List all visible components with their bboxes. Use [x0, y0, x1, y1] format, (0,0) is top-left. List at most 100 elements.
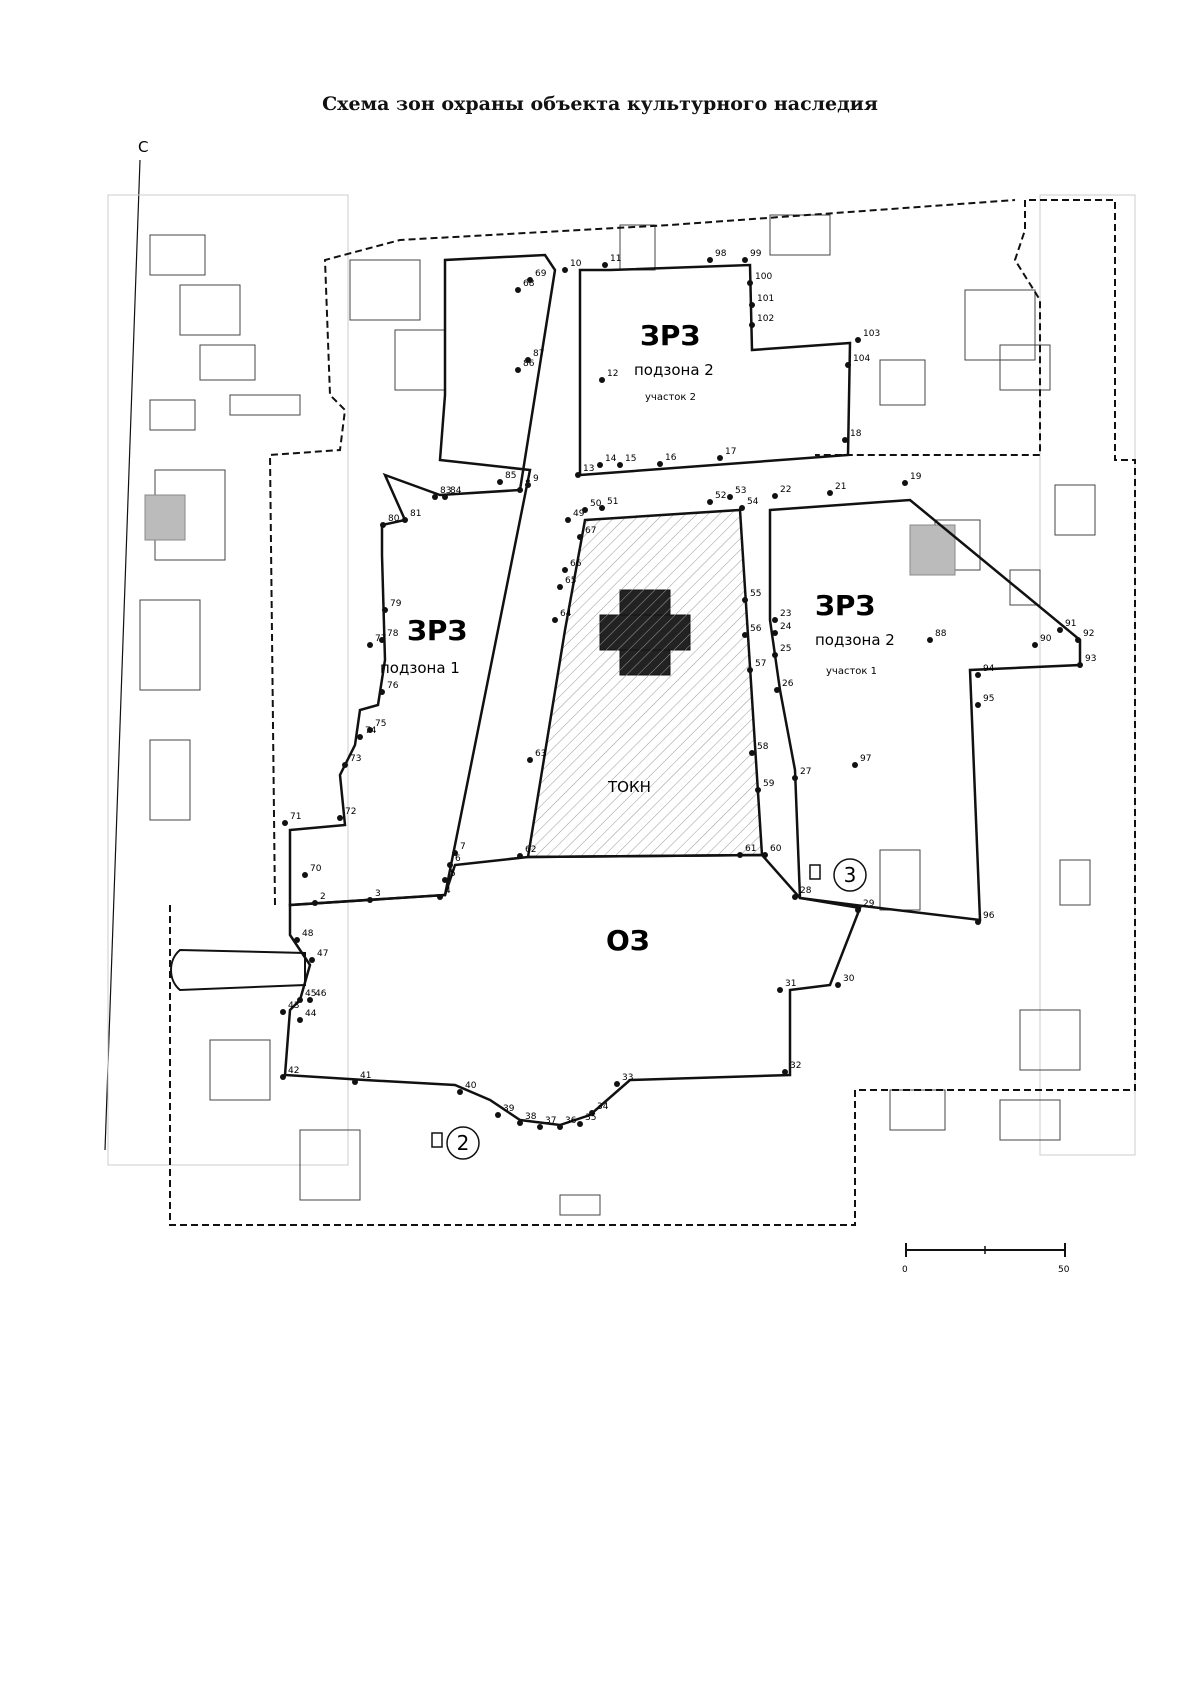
boundary-point-label: 62: [525, 845, 536, 855]
boundary-point-label: 46: [315, 989, 327, 999]
boundary-point-marker: [280, 1074, 286, 1080]
boundary-point-label: 71: [290, 812, 301, 822]
outer-boundary: [169, 199, 1136, 1226]
boundary-point-label: 79: [390, 599, 402, 609]
boundary-point-marker: [552, 617, 558, 623]
boundary-point-marker: [852, 762, 858, 768]
boundary-point-label: 97: [860, 754, 871, 764]
scale-start: 0: [902, 1265, 908, 1275]
boundary-point-marker: [337, 815, 343, 821]
boundary-point-marker: [379, 689, 385, 695]
boundary-point-marker: [855, 907, 861, 913]
boundary-point-marker: [302, 872, 308, 878]
boundary-point-label: 59: [763, 779, 775, 789]
boundary-point-label: 44: [305, 1009, 317, 1019]
boundary-point-marker: [774, 687, 780, 693]
boundary-point-marker: [297, 1017, 303, 1023]
boundary-point-label: 85: [505, 471, 516, 481]
boundary-point-label: 60: [770, 844, 782, 854]
boundary-point-marker: [772, 652, 778, 658]
boundary-point-marker: [617, 462, 623, 468]
boundary-point-label: 33: [622, 1073, 633, 1083]
boundary-point-marker: [527, 757, 533, 763]
boundary-point-label: 36: [565, 1116, 577, 1126]
label-zrz-2b: ЗРЗ: [815, 589, 875, 622]
boundary-point-marker: [442, 877, 448, 883]
boundary-point-label: 88: [935, 629, 947, 639]
boundary-point-label: 30: [843, 974, 855, 984]
boundary-point-label: 67: [585, 526, 596, 536]
boundary-point-label: 65: [565, 576, 576, 586]
boundary-point-label: 18: [850, 429, 862, 439]
boundary-point-label: 102: [757, 314, 774, 324]
viewpoint-3-label: 3: [844, 863, 857, 887]
boundary-point-label: 61: [745, 844, 756, 854]
boundary-point-label: 32: [790, 1061, 801, 1071]
boundary-point-label: 16: [665, 453, 677, 463]
boundary-point-marker: [562, 567, 568, 573]
boundary-point-marker: [557, 584, 563, 590]
label-oz: ОЗ: [606, 924, 650, 957]
scale-bar: 0 50: [902, 1243, 1070, 1275]
boundary-point-label: 94: [983, 664, 995, 674]
boundary-point-marker: [602, 262, 608, 268]
boundary-point-marker: [1032, 642, 1038, 648]
boundary-point-marker: [517, 487, 523, 493]
north-label: С: [138, 138, 148, 156]
boundary-point-marker: [565, 517, 571, 523]
boundary-point-label: 35: [585, 1113, 596, 1123]
boundary-point-label: 3: [375, 889, 381, 899]
boundary-point-label: 90: [1040, 634, 1052, 644]
boundary-point-label: 26: [782, 679, 794, 689]
boundary-point-marker: [657, 461, 663, 467]
boundary-point-label: 95: [983, 694, 994, 704]
boundary-point-marker: [282, 820, 288, 826]
boundary-point-label: 9: [533, 474, 539, 484]
boundary-point-marker: [307, 997, 313, 1003]
boundary-point-marker: [707, 499, 713, 505]
boundary-point-marker: [792, 894, 798, 900]
label-zrz-2a-part: участок 2: [645, 392, 696, 403]
boundary-point-label: 53: [735, 486, 746, 496]
boundary-point-label: 47: [317, 949, 328, 959]
building-outline: [170, 948, 306, 992]
boundary-point-marker: [772, 493, 778, 499]
boundary-point-marker: [575, 472, 581, 478]
boundary-point-marker: [772, 617, 778, 623]
boundary-point-label: 63: [535, 749, 546, 759]
boundary-point-label: 72: [345, 807, 356, 817]
outer-boundary-north: [268, 199, 1016, 906]
boundary-point-label: 21: [835, 482, 846, 492]
boundary-point-marker: [380, 522, 386, 528]
boundary-point-label: 41: [360, 1071, 371, 1081]
boundary-point-marker: [525, 482, 531, 488]
boundary-point-marker: [367, 727, 373, 733]
label-zrz-2b-sub: подзона 2: [815, 631, 895, 649]
boundary-point-marker: [495, 1112, 501, 1118]
boundary-point-label: 104: [853, 354, 870, 364]
boundary-point-label: 34: [597, 1102, 609, 1112]
boundary-point-marker: [1075, 637, 1081, 643]
boundary-point-label: 57: [755, 659, 766, 669]
boundary-point-marker: [537, 1124, 543, 1130]
boundary-point-marker: [782, 1069, 788, 1075]
boundary-point-marker: [855, 337, 861, 343]
boundary-point-label: 69: [535, 269, 547, 279]
boundary-point-marker: [739, 505, 745, 511]
boundary-point-label: 80: [388, 514, 400, 524]
boundary-point-marker: [742, 597, 748, 603]
boundary-point-marker: [342, 762, 348, 768]
boundary-point-marker: [747, 280, 753, 286]
zone-zrz-2b: [768, 498, 1082, 922]
boundary-point-label: 83: [440, 486, 451, 496]
boundary-point-label: 101: [757, 294, 774, 304]
viewpoint-2: 2: [431, 1126, 480, 1160]
boundary-point-marker: [525, 357, 531, 363]
boundary-point-label: 13: [583, 464, 594, 474]
boundary-point-label: 39: [503, 1104, 515, 1114]
boundary-point-label: 55: [750, 589, 761, 599]
boundary-point-label: 96: [983, 911, 995, 921]
boundary-point-marker: [975, 702, 981, 708]
boundary-point-marker: [589, 1110, 595, 1116]
